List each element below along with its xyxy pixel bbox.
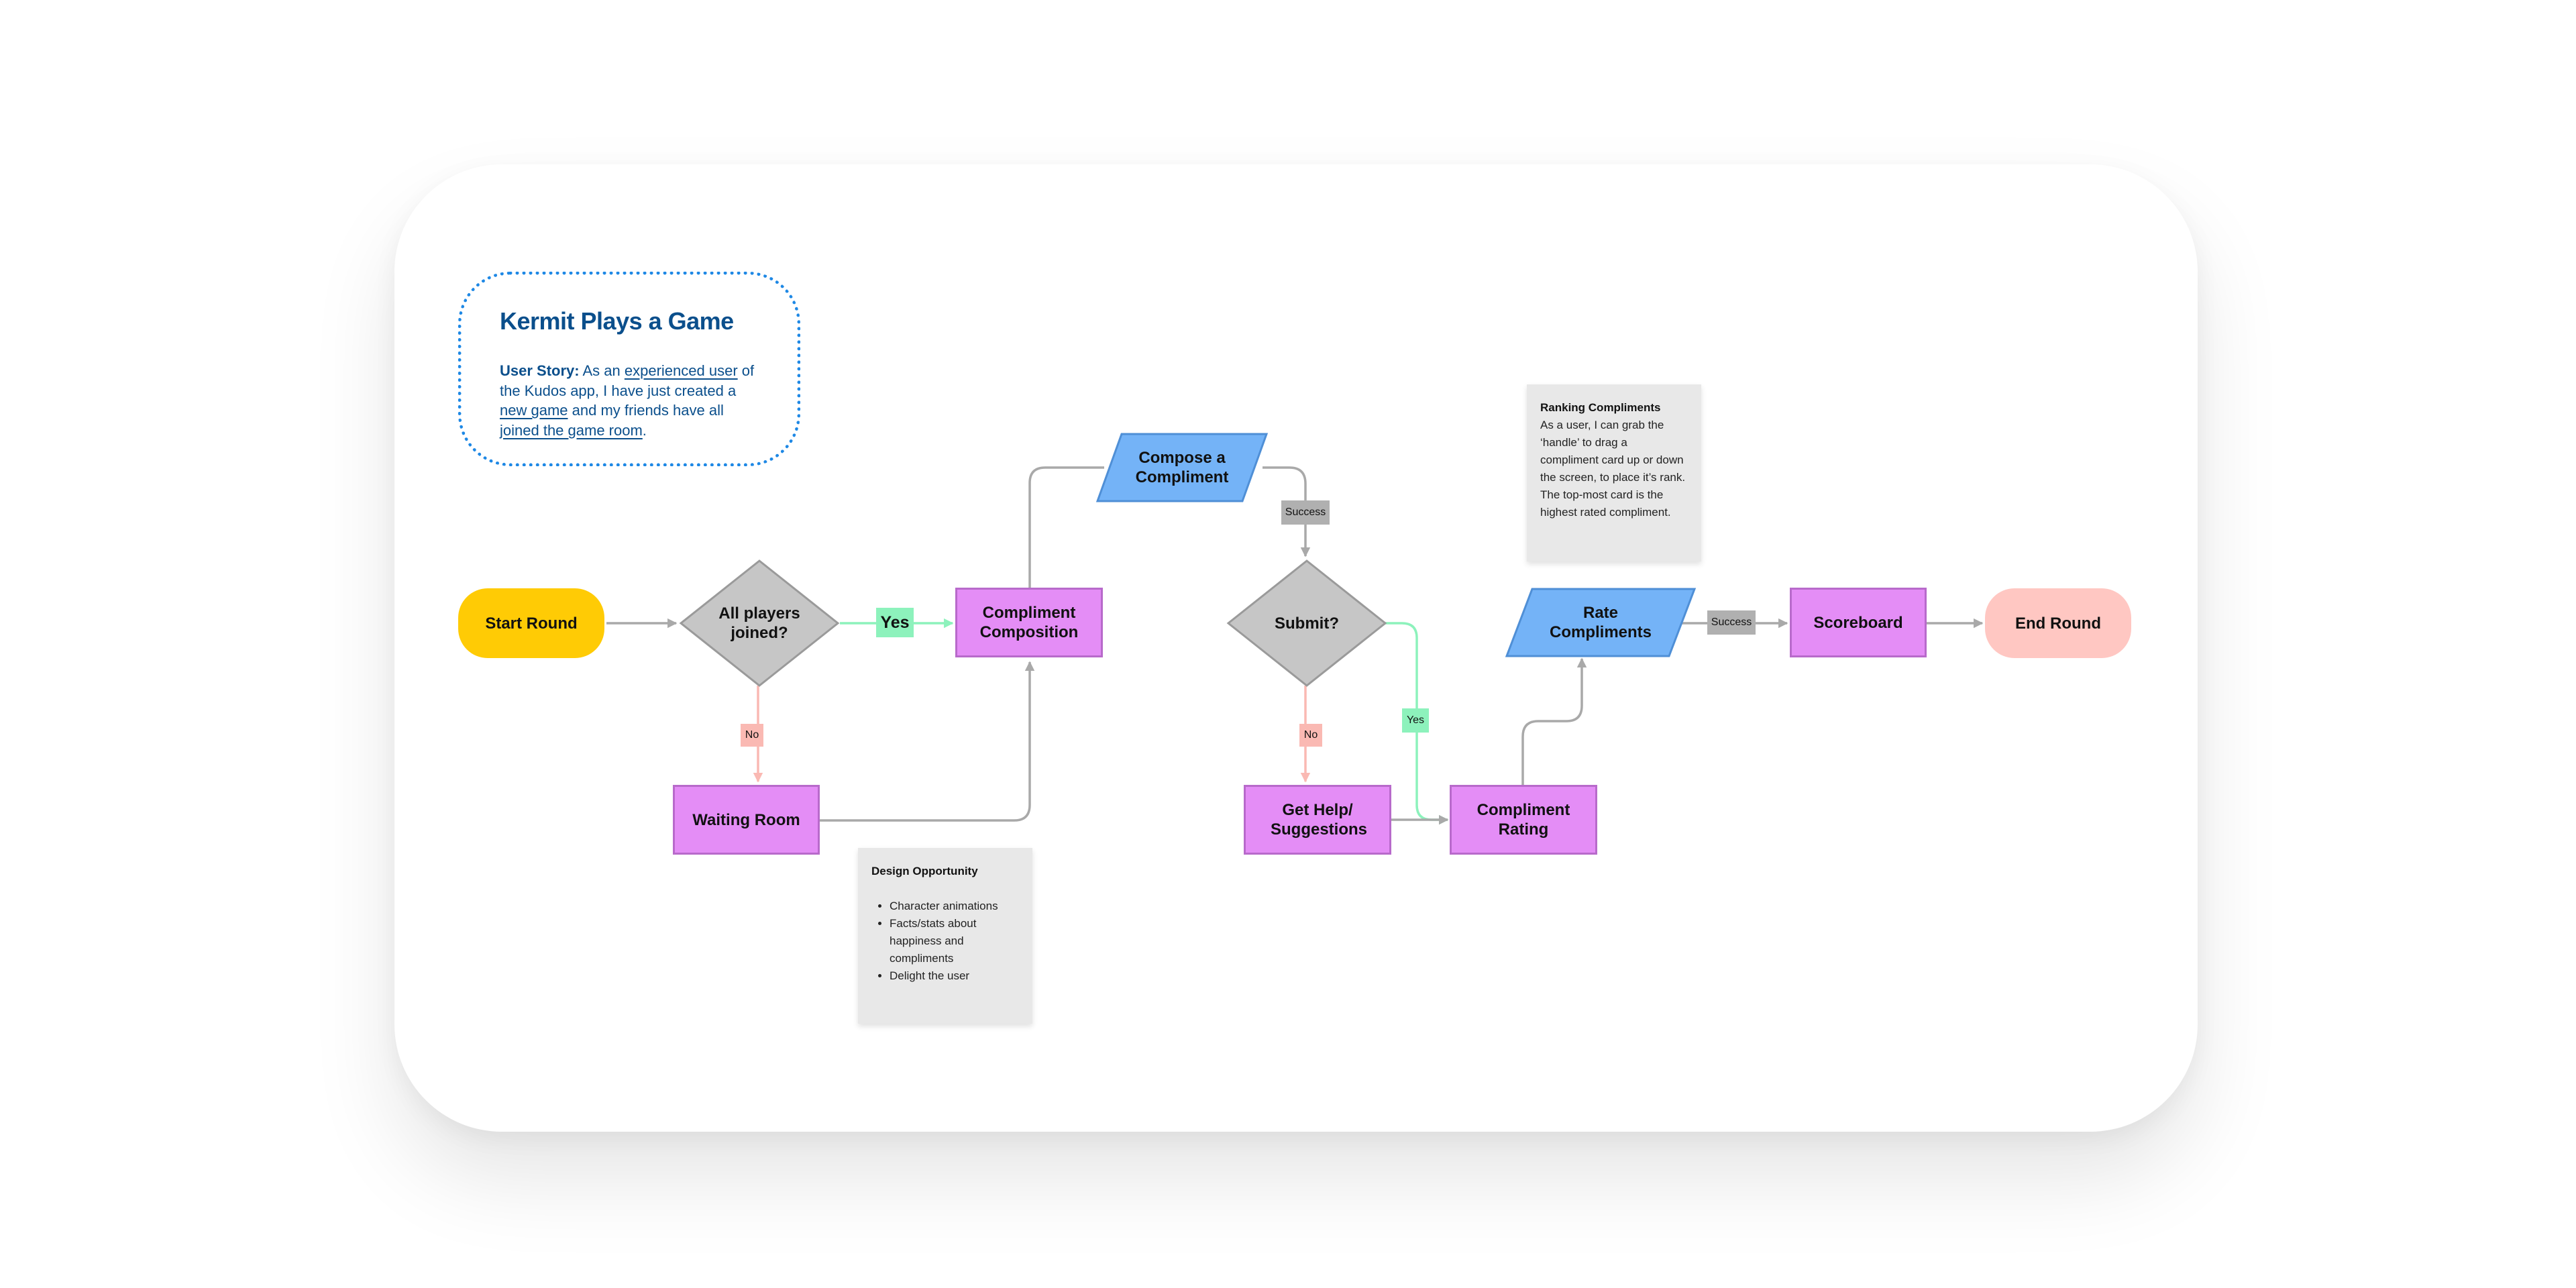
edge-rating-to-rate <box>1521 657 1587 785</box>
rate-compliments-label: Rate Compliments <box>1540 599 1661 646</box>
user-story-card: Kermit Plays a Game User Story: As an ex… <box>458 272 800 466</box>
scoreboard-label: Scoreboard <box>1813 613 1903 632</box>
rate-compliments-io[interactable] <box>1505 588 1697 657</box>
start-round-node[interactable]: Start Round <box>458 588 604 658</box>
story-link-joined-game-room[interactable]: joined the game room <box>500 421 643 439</box>
ranking-compliments-note: Ranking Compliments As a user, I can gra… <box>1527 384 1701 561</box>
design-opportunity-title: Design Opportunity <box>871 865 978 877</box>
compliment-composition-label: Compliment Composition <box>979 604 1079 641</box>
waiting-room-label: Waiting Room <box>692 810 800 829</box>
story-text-3: and my friends have all <box>568 402 724 419</box>
edge-compose-to-submit <box>1263 466 1311 557</box>
story-link-experienced-user[interactable]: experienced user <box>624 362 738 379</box>
end-round-label: End Round <box>2015 614 2101 633</box>
compliment-rating-label: Compliment Rating <box>1477 801 1570 839</box>
design-opportunity-item: Delight the user <box>890 967 1019 985</box>
submit-text: Submit? <box>1275 614 1339 633</box>
get-help-label: Get Help/ Suggestions <box>1271 801 1368 839</box>
waiting-room-node[interactable]: Waiting Room <box>673 785 820 855</box>
compose-compliment-label: Compose a Compliment <box>1127 444 1237 491</box>
rate-compliments-text: Rate Compliments <box>1549 604 1652 641</box>
all-players-joined-decision[interactable] <box>679 559 840 687</box>
compliment-rating-node[interactable]: Compliment Rating <box>1450 785 1597 855</box>
compose-compliment-text: Compose a Compliment <box>1135 449 1229 486</box>
submit-label: Submit? <box>1253 600 1360 647</box>
design-opportunity-item: Facts/stats about happiness and complime… <box>890 915 1019 967</box>
story-link-new-game[interactable]: new game <box>500 402 568 419</box>
edge-label-no-2: No <box>1299 724 1322 747</box>
compliment-composition-node[interactable]: Compliment Composition <box>955 588 1103 657</box>
edge-composition-to-compose <box>1028 466 1104 588</box>
edge-waiting-to-composition <box>820 661 1035 822</box>
edge-label-no-1: No <box>741 724 763 747</box>
start-round-label: Start Round <box>485 614 578 633</box>
story-title: Kermit Plays a Game <box>500 307 734 335</box>
scoreboard-node[interactable]: Scoreboard <box>1790 588 1927 657</box>
ranking-compliments-title: Ranking Compliments <box>1540 401 1661 414</box>
story-text-2: of the Kudos app, I have just created a <box>500 362 755 399</box>
ranking-compliments-body: As a user, I can grab the ‘handle’ to dr… <box>1540 419 1686 519</box>
end-round-node[interactable]: End Round <box>1985 588 2131 658</box>
compose-compliment-io[interactable] <box>1095 433 1269 502</box>
story-lead: User Story: <box>500 362 580 379</box>
all-players-joined-text: All players joined? <box>718 604 800 642</box>
design-opportunity-list: Character animations Facts/stats about h… <box>871 898 1019 985</box>
story-text-4: . <box>642 421 647 439</box>
submit-decision[interactable] <box>1226 559 1387 687</box>
edge-label-success-2: Success <box>1707 610 1756 635</box>
edge-label-yes-main: Yes <box>876 608 914 637</box>
edge-label-success-1: Success <box>1281 500 1330 525</box>
story-text-1: As an <box>579 362 625 379</box>
all-players-joined-label: All players joined? <box>706 600 813 647</box>
design-opportunity-item: Character animations <box>890 898 1019 915</box>
design-opportunity-note: Design Opportunity Character animations … <box>858 848 1032 1024</box>
get-help-node[interactable]: Get Help/ Suggestions <box>1244 785 1391 855</box>
edge-label-yes-2: Yes <box>1402 708 1429 733</box>
story-body: User Story: As an experienced user of th… <box>500 361 765 440</box>
